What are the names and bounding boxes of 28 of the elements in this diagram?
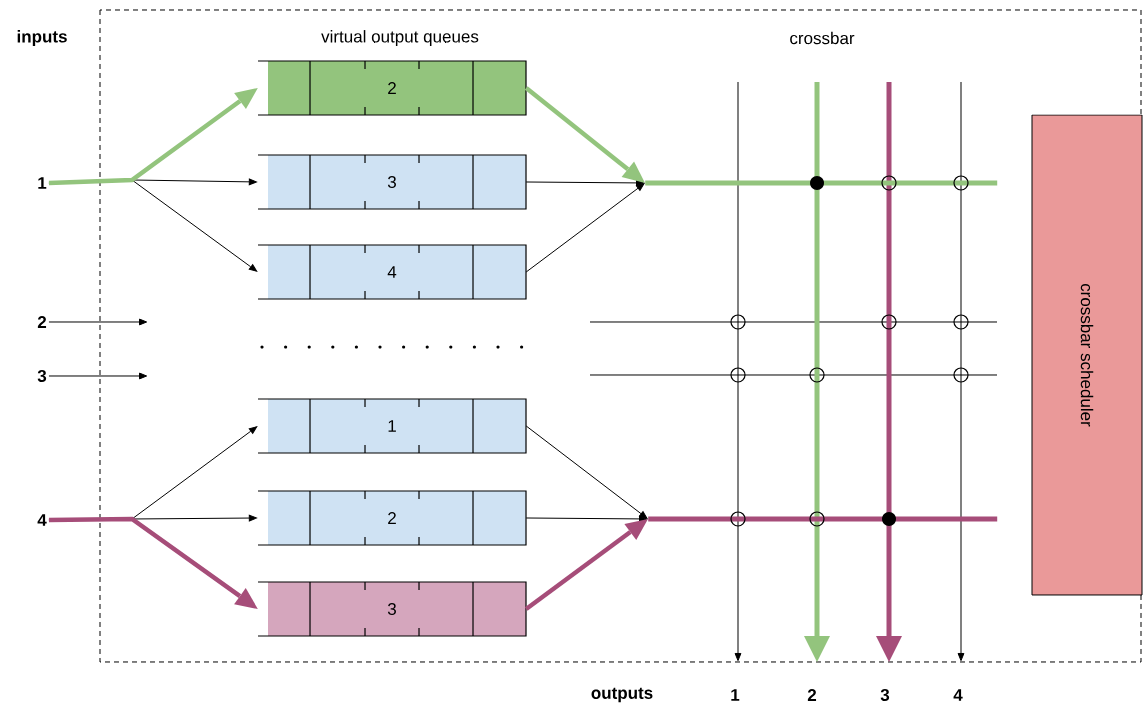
- arrow: [525, 179, 645, 187]
- input-label: 2: [37, 316, 47, 328]
- arrow: [525, 515, 648, 523]
- scheduler-box: crossbar scheduler: [1031, 114, 1143, 596]
- arrow: [524, 86, 645, 183]
- arrow: [48, 516, 258, 609]
- arrow: [48, 318, 148, 326]
- output-label: 4: [953, 689, 963, 701]
- input-label: 4: [37, 514, 47, 526]
- input-label: 1: [38, 177, 47, 189]
- column-heading: crossbar: [790, 31, 855, 45]
- input-label: 3: [37, 369, 47, 382]
- queue-box: 3: [257, 581, 527, 637]
- output-label: 2: [807, 689, 817, 701]
- output-label: 1: [731, 689, 740, 701]
- queue-box: 3: [257, 154, 527, 210]
- queue-box: 1: [257, 398, 527, 454]
- arrow: [48, 372, 148, 380]
- output-label: 3: [880, 688, 890, 701]
- row-heading: outputs: [591, 687, 653, 703]
- arrow: [525, 425, 648, 519]
- arrow: [48, 88, 258, 186]
- queue-box: 2: [257, 490, 527, 546]
- arrow: [524, 519, 648, 611]
- column-heading: inputs: [17, 30, 67, 46]
- arrow: [525, 183, 645, 273]
- queue-box: 2: [257, 60, 527, 116]
- queue-box: 4: [257, 244, 527, 300]
